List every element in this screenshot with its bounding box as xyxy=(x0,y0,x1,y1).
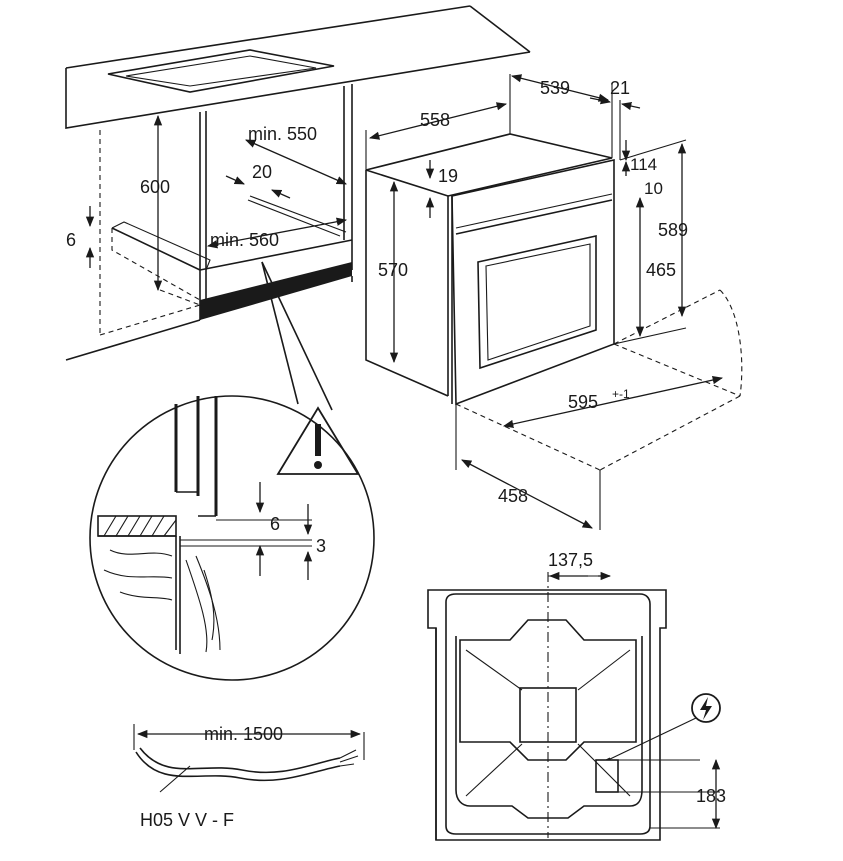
dim-3-detail: 3 xyxy=(316,536,326,556)
dim-min-560: min. 560 xyxy=(210,230,279,250)
dim-539: 539 xyxy=(540,78,570,98)
dim-183: 183 xyxy=(696,786,726,806)
dim-min-550: min. 550 xyxy=(248,124,317,144)
detail-circle xyxy=(89,395,375,681)
cable-type-label: H05 V V - F xyxy=(140,810,234,830)
dim-21: 21 xyxy=(610,78,630,98)
dim-114: 114 xyxy=(630,155,657,174)
detail-dimensions: 6 3 xyxy=(255,482,326,580)
dim-10: 10 xyxy=(644,179,663,198)
warning-triangle-icon xyxy=(276,406,360,475)
rear-view-dimensions: 137,5 183 xyxy=(548,550,726,830)
dim-558: 558 xyxy=(420,110,450,130)
oven-dimensions: 558 539 21 19 570 114 10 465 589 595 +-1… xyxy=(368,74,724,529)
cabinet-dimensions: 600 min. 550 20 min. 560 6 xyxy=(66,114,348,292)
oven-drawing xyxy=(365,74,743,530)
dim-19: 19 xyxy=(438,166,458,186)
dim-458: 458 xyxy=(498,486,528,506)
cable-drawing: min. 1500 H05 V V - F xyxy=(133,724,365,830)
dim-137-5: 137,5 xyxy=(548,550,593,570)
electric-socket-icon xyxy=(691,693,721,723)
dim-570: 570 xyxy=(378,260,408,280)
dim-595: 595 xyxy=(568,392,598,412)
rear-view-drawing xyxy=(427,572,721,841)
dim-600: 600 xyxy=(140,177,170,197)
dim-6-detail: 6 xyxy=(270,514,280,534)
dim-6-bottom: 6 xyxy=(66,230,76,250)
dim-20: 20 xyxy=(252,162,272,182)
dim-589: 589 xyxy=(658,220,688,240)
cabinet-drawing xyxy=(65,5,531,411)
dim-min-1500: min. 1500 xyxy=(204,724,283,744)
dim-465: 465 xyxy=(646,260,676,280)
dim-595-tolerance: +-1 xyxy=(612,387,630,401)
